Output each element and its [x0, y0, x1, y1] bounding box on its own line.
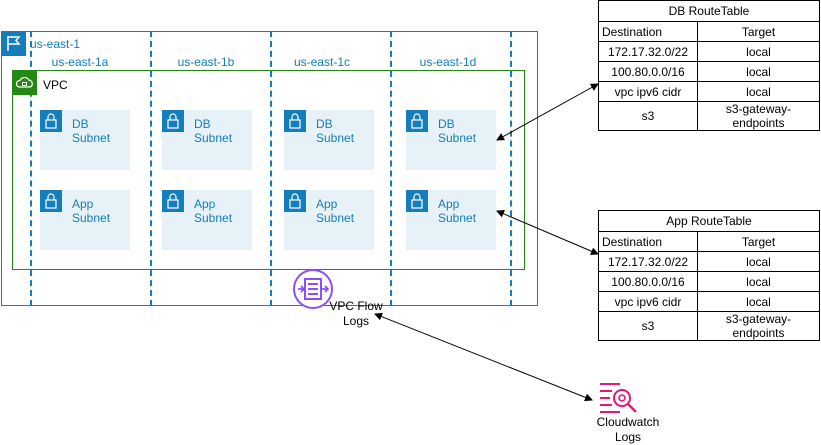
az-divider	[510, 31, 512, 306]
db-subnet: DB Subnet	[284, 110, 374, 170]
table-row: 172.17.32.0/22 local	[598, 41, 820, 62]
route-target: local	[697, 61, 820, 82]
table-row: vpc ipv6 cidr local	[598, 291, 820, 312]
flow-logs-label-line1: VPC Flow	[329, 299, 383, 313]
flow-logs-icon	[293, 269, 333, 309]
table-row: vpc ipv6 cidr local	[598, 81, 820, 102]
region-boundary	[1, 31, 538, 306]
route-target: local	[697, 251, 820, 272]
route-target: local	[697, 271, 820, 292]
app-subnet-label-line2: Subnet	[72, 211, 111, 225]
route-target: s3-gateway-endpoints	[697, 311, 820, 341]
db-subnet: DB Subnet	[162, 110, 252, 170]
app-route-arrow	[496, 210, 599, 255]
table-row: s3 s3-gateway-endpoints	[598, 311, 820, 341]
az-label: us-east-1c	[293, 55, 351, 69]
route-destination: vpc ipv6 cidr	[598, 81, 698, 102]
lock-icon	[284, 190, 306, 212]
route-destination: vpc ipv6 cidr	[598, 291, 698, 312]
flow-logs-label-line2: Logs	[342, 314, 370, 328]
db-subnet-label-line1: DB	[438, 117, 455, 131]
db-subnet-label-line1: DB	[72, 117, 89, 131]
az-label: us-east-1a	[51, 55, 109, 69]
db-subnet-label-line2: Subnet	[194, 131, 233, 145]
app-route-table: App RouteTable Destination Target 172.17…	[598, 210, 820, 341]
app-route-table-title: App RouteTable	[598, 210, 820, 232]
table-row: s3 s3-gateway-endpoints	[598, 101, 820, 131]
db-route-table-title: DB RouteTable	[598, 0, 820, 22]
flow-logs-arrow	[374, 312, 593, 402]
route-target: local	[697, 81, 820, 102]
route-target: s3-gateway-endpoints	[697, 101, 820, 131]
az-divider	[150, 31, 152, 306]
lock-icon	[284, 110, 306, 132]
lock-icon	[40, 190, 62, 212]
app-subnet: App Subnet	[162, 190, 252, 250]
table-row: 100.80.0.0/16 local	[598, 61, 820, 82]
az-divider	[390, 31, 392, 306]
route-destination: s3	[598, 311, 698, 341]
app-subnet-label-line2: Subnet	[316, 211, 355, 225]
az-label: us-east-1b	[177, 55, 235, 69]
route-destination: 100.80.0.0/16	[598, 61, 698, 82]
vpc-cloud-icon	[12, 70, 37, 95]
db-subnet-label-line2: Subnet	[72, 131, 111, 145]
az-divider	[270, 31, 272, 306]
lock-icon	[40, 110, 62, 132]
db-subnet-label-line2: Subnet	[316, 131, 355, 145]
route-destination: 172.17.32.0/22	[598, 251, 698, 272]
lock-icon	[406, 110, 428, 132]
cloudwatch-logs-label-line2: Logs	[614, 430, 642, 444]
app-subnet: App Subnet	[284, 190, 374, 250]
cloudwatch-logs-icon	[600, 383, 637, 413]
route-target: local	[697, 41, 820, 62]
table-row: 100.80.0.0/16 local	[598, 271, 820, 292]
app-subnet-label-line1: App	[438, 197, 460, 211]
route-destination: 100.80.0.0/16	[598, 271, 698, 292]
app-subnet-label-line1: App	[316, 197, 338, 211]
vpc-boundary	[12, 70, 525, 270]
az-label: us-east-1d	[419, 55, 477, 69]
app-subnet-label-line1: App	[72, 197, 94, 211]
region-label: us-east-1	[30, 37, 81, 51]
cloudwatch-logs-label-line1: Cloudwatch	[596, 415, 660, 429]
column-header-target: Target	[697, 21, 820, 42]
vpc-label: VPC	[43, 78, 68, 92]
app-subnet: App Subnet	[40, 190, 130, 250]
db-route-arrow	[496, 83, 599, 141]
db-route-table: DB RouteTable Destination Target 172.17.…	[598, 0, 820, 131]
db-subnet: DB Subnet	[40, 110, 130, 170]
app-subnet-label-line2: Subnet	[438, 211, 477, 225]
route-destination: 172.17.32.0/22	[598, 41, 698, 62]
db-subnet-label-line2: Subnet	[438, 131, 477, 145]
az-divider	[30, 31, 32, 306]
app-subnet: App Subnet	[406, 190, 496, 250]
table-row: 172.17.32.0/22 local	[598, 251, 820, 272]
column-header-destination: Destination	[598, 21, 698, 42]
lock-icon	[406, 190, 428, 212]
route-destination: s3	[598, 101, 698, 131]
lock-icon	[162, 110, 184, 132]
column-header-target: Target	[697, 231, 820, 252]
db-subnet: DB Subnet	[406, 110, 496, 170]
lock-icon	[162, 190, 184, 212]
route-target: local	[697, 291, 820, 312]
flag-icon	[1, 31, 26, 56]
db-subnet-label-line1: DB	[194, 117, 211, 131]
db-subnet-label-line1: DB	[316, 117, 333, 131]
column-header-destination: Destination	[598, 231, 698, 252]
app-subnet-label-line1: App	[194, 197, 216, 211]
app-subnet-label-line2: Subnet	[194, 211, 233, 225]
